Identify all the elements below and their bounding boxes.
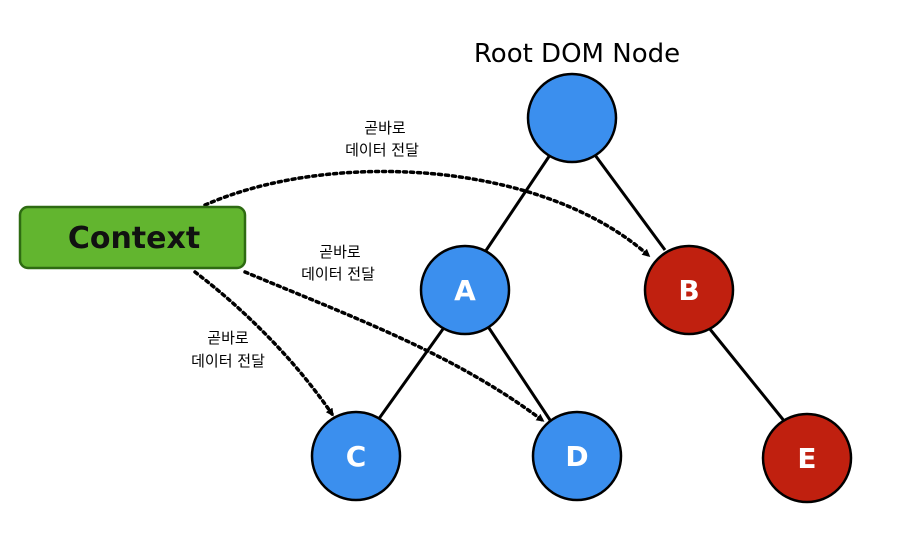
node-c-circle — [310, 410, 402, 502]
context-box[interactable]: Context — [18, 205, 247, 270]
node-d-circle — [531, 410, 623, 502]
arrow-label-d-line1: 곧바로 — [319, 243, 361, 261]
arrow-label-c-line1: 곧바로 — [207, 329, 249, 347]
arrow-label-b-line1: 곧바로 — [364, 119, 406, 137]
edge-root-b — [593, 154, 667, 251]
arrow-label-b-line2: 데이터 전달 — [345, 141, 419, 159]
node-d-label: D — [565, 440, 588, 473]
edge-root-a — [483, 154, 552, 253]
node-a-circle — [419, 244, 511, 336]
arrow-context-to-d — [243, 270, 545, 422]
node-d[interactable]: D — [531, 410, 623, 502]
diagram-title: Root DOM Node — [474, 39, 680, 69]
node-root-circle — [526, 72, 618, 164]
arrow-context-to-b — [203, 169, 651, 257]
node-e-circle — [761, 412, 853, 504]
context-box-shape — [18, 205, 247, 270]
node-a-label: A — [454, 274, 476, 307]
node-a[interactable]: A — [419, 244, 511, 336]
node-b-label: B — [678, 274, 699, 307]
arrow-label-d: 곧바로 데이터 전달 — [301, 243, 375, 283]
node-e[interactable]: E — [761, 412, 853, 504]
node-b[interactable]: B — [643, 244, 735, 336]
arrow-context-to-c — [193, 270, 334, 417]
node-c[interactable]: C — [310, 410, 402, 502]
context-label: Context — [68, 221, 200, 256]
node-c-label: C — [346, 440, 367, 473]
node-b-circle — [643, 244, 735, 336]
edge-b-e — [703, 322, 787, 423]
edge-a-d — [483, 321, 552, 421]
arrow-label-c: 곧바로 데이터 전달 — [191, 329, 265, 370]
edge-a-c — [376, 321, 450, 421]
arrow-label-d-line2: 데이터 전달 — [301, 265, 375, 283]
arrow-label-b: 곧바로 데이터 전달 — [345, 119, 419, 159]
arrow-label-c-line2: 데이터 전달 — [191, 352, 265, 370]
node-root[interactable] — [526, 72, 618, 164]
node-e-label: E — [797, 442, 816, 475]
